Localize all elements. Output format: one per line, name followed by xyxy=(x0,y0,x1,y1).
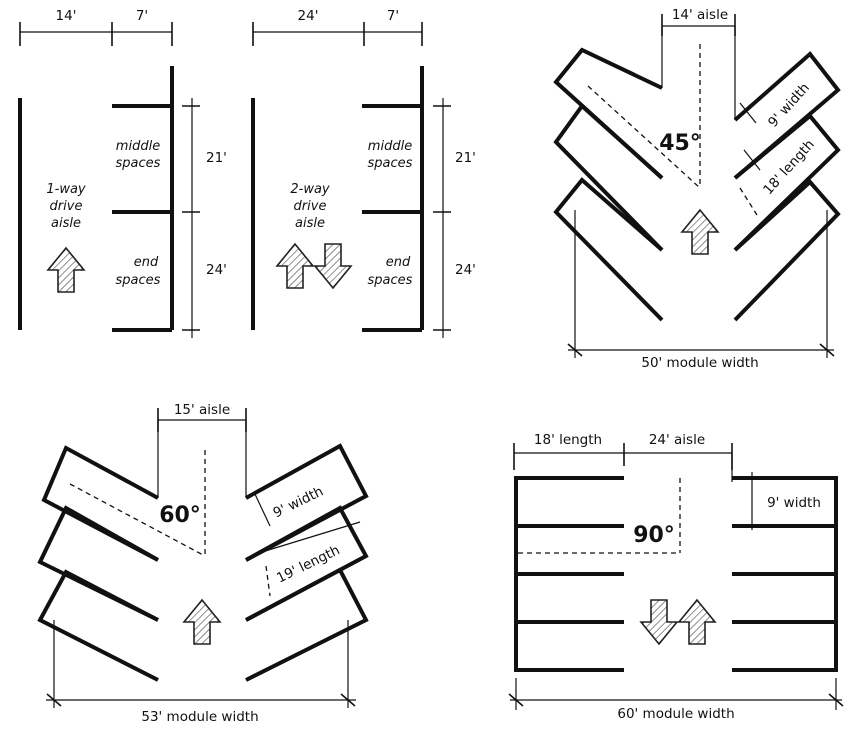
panel-45-degree: 14' aisle 9' width 18' length 45° 50' mo… xyxy=(553,7,841,371)
dim-end-label: 24' xyxy=(455,262,476,278)
length-label: 18' length xyxy=(534,432,602,448)
module-width-label: 53' module width xyxy=(141,709,258,725)
dim-aisle-label: 24' xyxy=(298,8,319,24)
panel-parallel-two-way: 24' 7' 21' 24' middle spaces end spaces … xyxy=(251,8,476,338)
dim-middle-label: 21' xyxy=(455,150,476,166)
aisle-label-2: drive xyxy=(294,199,327,214)
angle-label: 60° xyxy=(159,503,201,528)
middle-spaces-label-2: spaces xyxy=(368,156,413,171)
dim-width-label: 7' xyxy=(136,8,148,24)
length-label: 19' length xyxy=(274,542,342,586)
arrow-down-icon xyxy=(314,243,352,289)
aisle-label: 15' aisle xyxy=(174,402,230,418)
aisle-label: 24' aisle xyxy=(649,432,705,448)
arrow-up-icon xyxy=(678,599,716,645)
length-label: 18' length xyxy=(760,137,818,198)
aisle-label-1: 1-way xyxy=(46,182,86,197)
middle-spaces-label-1: middle xyxy=(116,139,160,154)
panel-90-degree: 18' length 24' aisle 9' width 90° xyxy=(508,432,844,722)
module-width-label: 50' module width xyxy=(641,355,758,371)
arrow-up-icon xyxy=(276,243,314,289)
dim-end-label: 24' xyxy=(206,262,227,278)
middle-spaces-label-2: spaces xyxy=(116,156,161,171)
angle-label: 45° xyxy=(659,131,701,156)
arrow-up-icon xyxy=(681,209,719,255)
panel-60-degree: 15' aisle 9' width 19' length 60° 53' mo… xyxy=(37,402,369,725)
aisle-label-3: aisle xyxy=(51,216,81,231)
end-spaces-label-2: spaces xyxy=(368,273,413,288)
aisle-label-1: 2-way xyxy=(290,182,330,197)
panel-parallel-one-way: 14' 7' 21' 24' middle spaces end spaces … xyxy=(18,8,227,338)
middle-spaces-label-1: middle xyxy=(368,139,412,154)
aisle-label-3: aisle xyxy=(295,216,325,231)
angle-label: 90° xyxy=(633,523,675,548)
end-spaces-label-1: end xyxy=(386,255,411,270)
dim-middle-label: 21' xyxy=(206,150,227,166)
dim-width-label: 7' xyxy=(387,8,399,24)
aisle-label: 14' aisle xyxy=(672,7,728,23)
width-label: 9' width xyxy=(271,483,326,521)
arrow-up-icon xyxy=(183,599,221,645)
end-spaces-label-1: end xyxy=(134,255,159,270)
arrow-down-icon xyxy=(640,599,678,645)
width-label: 9' width xyxy=(767,495,821,511)
arrow-up-icon xyxy=(47,247,85,293)
end-spaces-label-2: spaces xyxy=(116,273,161,288)
aisle-label-2: drive xyxy=(50,199,83,214)
dim-aisle-label: 14' xyxy=(56,8,77,24)
module-width-label: 60' module width xyxy=(617,706,734,722)
